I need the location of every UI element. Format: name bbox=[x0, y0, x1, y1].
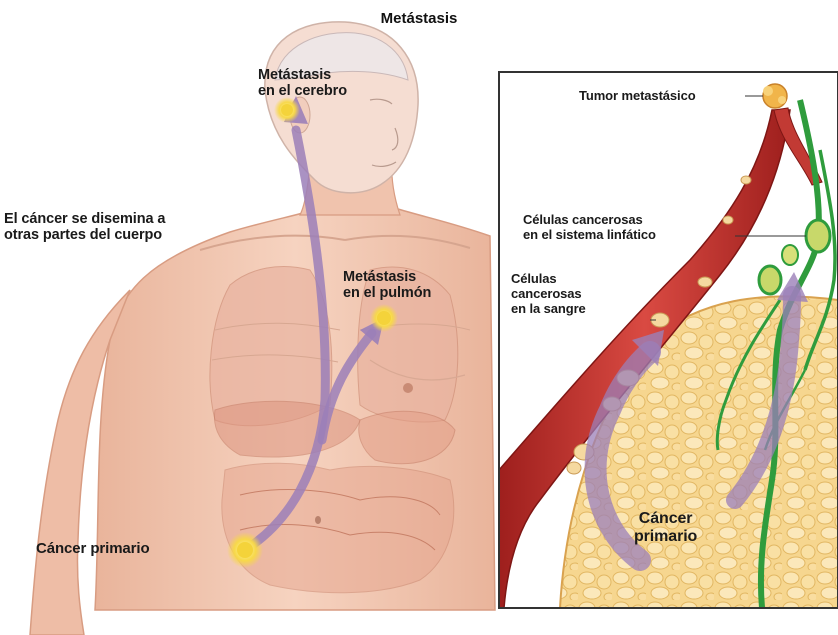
inset-primary-cancer-label: Cáncer primario bbox=[634, 510, 697, 546]
blood-label-line1: Células bbox=[511, 271, 586, 286]
page-title: Metástasis bbox=[0, 10, 838, 27]
primary-label-text: Cáncer primario bbox=[36, 540, 150, 557]
lymph-node bbox=[806, 220, 830, 252]
primary-cancer-label: Cáncer primario bbox=[36, 541, 150, 557]
brain-label-line2: en el cerebro bbox=[258, 83, 347, 99]
blood-label-line3: en la sangre bbox=[511, 301, 586, 316]
intestines bbox=[222, 463, 454, 592]
metastatic-tumor bbox=[763, 84, 787, 108]
lymph-cells-label: Células cancerosas en el sistema linfáti… bbox=[523, 212, 656, 242]
metastatic-tumor-label: Tumor metastásico bbox=[579, 88, 696, 103]
tumor-label-text: Tumor metastásico bbox=[579, 88, 696, 103]
blood-label-line2: cancerosas bbox=[511, 286, 586, 301]
inset-primary-line2: primario bbox=[634, 528, 697, 546]
brain-label-line1: Metástasis bbox=[258, 67, 347, 83]
lymph-node bbox=[759, 266, 781, 294]
spread-label-line1: El cáncer se disemina a bbox=[4, 211, 165, 227]
spread-label: El cáncer se disemina a otras partes del… bbox=[4, 211, 165, 243]
lung-label-line1: Metástasis bbox=[343, 269, 431, 285]
lymph-label-line2: en el sistema linfático bbox=[523, 227, 656, 242]
primary-tumor-spot bbox=[227, 532, 263, 568]
lung-label-line2: en el pulmón bbox=[343, 285, 431, 301]
lung-tumor-spot bbox=[370, 304, 398, 332]
lymph-label-line1: Células cancerosas bbox=[523, 212, 656, 227]
lymph-node bbox=[782, 245, 798, 265]
brain-tumor-spot bbox=[274, 97, 300, 123]
inset-primary-line1: Cáncer bbox=[634, 510, 697, 528]
lung-metastasis-label: Metástasis en el pulmón bbox=[343, 269, 431, 301]
blood-cells-label: Células cancerosas en la sangre bbox=[511, 271, 586, 316]
brain-metastasis-label: Metástasis en el cerebro bbox=[258, 67, 347, 99]
spread-label-line2: otras partes del cuerpo bbox=[4, 227, 165, 243]
